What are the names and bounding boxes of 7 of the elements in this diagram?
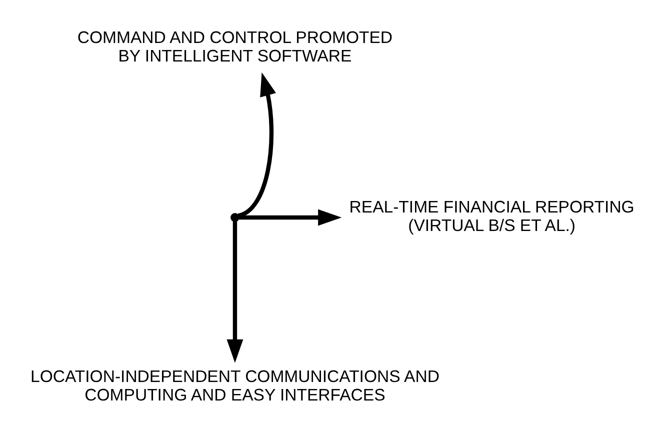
arrow bbox=[226, 221, 244, 362]
node-point bbox=[230, 212, 240, 222]
node-text: COMMAND AND CONTROL PROMOTED BY INTELLIGENT SOFTWARE bbox=[77, 27, 393, 65]
arrow bbox=[238, 72, 276, 218]
node-text: REAL-TIME FINANCIAL REPORTING (VIRTUAL B/S ET AL.) bbox=[349, 196, 634, 234]
node-text: LOCATION-INDEPENDENT COMMUNICATIONS AND COMPUTING AND EASY INTERFACES bbox=[30, 366, 440, 404]
arrow bbox=[238, 208, 342, 226]
